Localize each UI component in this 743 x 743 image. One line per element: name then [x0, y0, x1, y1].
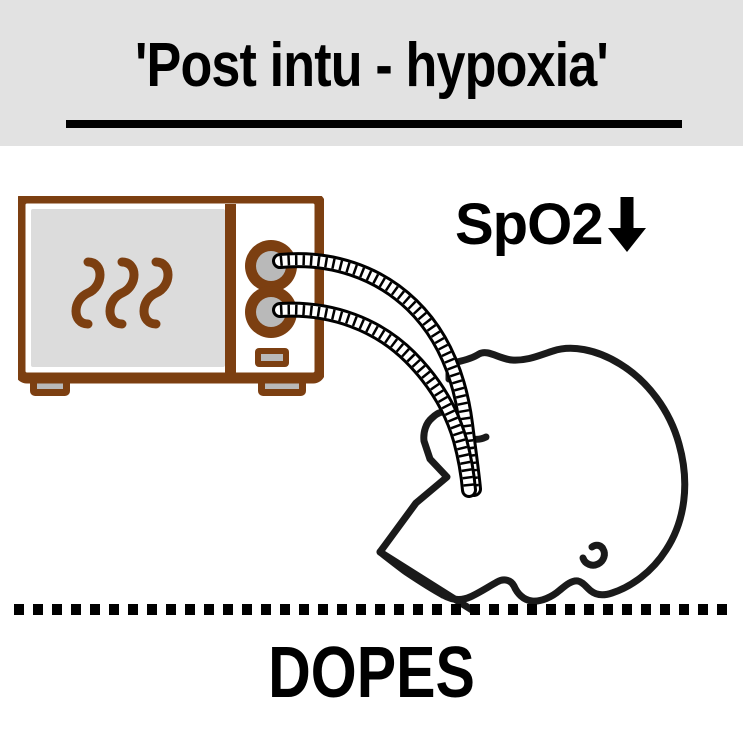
spo2-annotation: SpO2 — [455, 196, 647, 254]
dotted-divider — [14, 604, 730, 615]
device-panel-divider — [225, 204, 236, 373]
footer-caption: DOPES — [268, 633, 475, 713]
down-arrow-icon — [607, 197, 646, 252]
title-underline-rule — [66, 120, 682, 128]
steam-waves-icon — [71, 257, 173, 329]
page-title: 'Post intu - hypoxia' — [135, 31, 609, 100]
spo2-label: SpO2 — [455, 192, 603, 257]
